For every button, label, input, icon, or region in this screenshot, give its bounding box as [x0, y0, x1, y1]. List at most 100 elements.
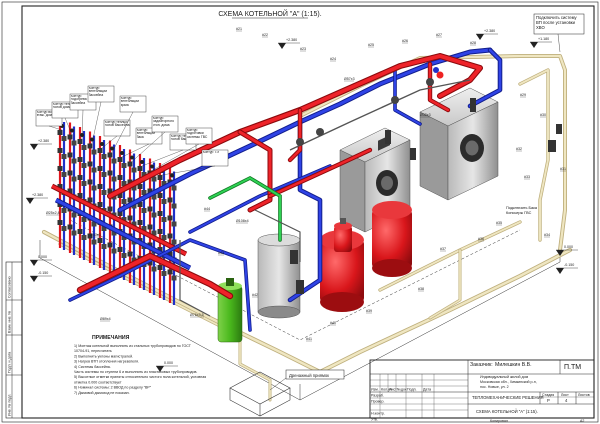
filter-block — [548, 140, 556, 152]
boiler-right[interactable] — [419, 87, 499, 201]
pipe-tag: #41 — [306, 337, 312, 341]
note-line: 5) Высотные отметки приняты относительно… — [74, 375, 206, 379]
collector-manifold — [50, 118, 192, 305]
pipe-tag: #33 — [524, 175, 530, 179]
pipe-tag: #32 — [516, 147, 522, 151]
pipe-tag: #31 — [560, 167, 566, 171]
margin-sign: Подп. и дата — [8, 352, 12, 373]
pipe-tag: #36 — [478, 237, 484, 241]
pipe-tag: #39 — [366, 309, 372, 313]
svg-text:0.000: 0.000 — [564, 245, 573, 249]
pipe-tag: #43 — [218, 251, 224, 255]
collector-column — [167, 167, 177, 305]
pipe-tag: #42 — [252, 293, 258, 297]
margin-agreed: Согласовано — [8, 276, 12, 298]
pipe-tag: #38 — [418, 287, 424, 291]
drain-label: Дренажный приямок — [289, 373, 329, 378]
title-block-row-header: Лист — [389, 388, 397, 392]
margin-replace: Взам. инв. № — [8, 311, 12, 333]
note-line: 7) Дымовой дымоход не показан. — [74, 391, 130, 395]
section-code: П.ТМ — [564, 364, 581, 371]
svg-text:+2.380: +2.380 — [32, 193, 43, 197]
title-block-roles: Разраб.Провер.Н.контр.Утв. — [371, 394, 385, 422]
elev-floor-right: -0.150 — [556, 263, 578, 274]
pipe-tag: Ø32x3 — [420, 113, 431, 117]
pipe-tag: #27 — [436, 33, 442, 37]
object-line-2: Московская обл., Химкинский р-н, — [480, 380, 537, 384]
title-block-row-header: Подп. — [407, 388, 417, 392]
note-line: 1) Монтаж котельной выполнить из стальны… — [74, 344, 192, 348]
water-heater-tank[interactable] — [257, 233, 301, 319]
pipe-tag: #24 — [330, 57, 336, 61]
elev-upper-right: +1.180 — [530, 37, 552, 48]
note-line: отметка 0.000 соответствует — [74, 380, 122, 384]
pipe-tags: #21#22#23#24#25#26#27#28#29#30#31#32#33#… — [46, 27, 566, 342]
svg-text:+2.380: +2.380 — [484, 29, 495, 33]
pipe-tag: Ø40x3 — [90, 233, 101, 237]
collector-label: Контур вентиляции бассейна — [87, 85, 115, 144]
elev-top-left: +2.380 — [30, 139, 52, 150]
inner-frame — [21, 5, 595, 419]
hydraulic-separator[interactable] — [217, 278, 243, 343]
pipe-tag: #22 — [262, 33, 268, 37]
pipe-tag: Ø57x3 — [344, 77, 355, 81]
collector-label: Контур ТЭ — [161, 149, 229, 176]
expansion-tank-1[interactable] — [320, 230, 364, 312]
note-line: 3) Нагрев ВТП отопления нагревателя. — [74, 360, 139, 364]
pipe-tag: #35 — [496, 221, 502, 225]
note-line: 10704-91, пересчитать — [74, 349, 112, 353]
title-block-row-header: Кол.уч — [381, 388, 392, 392]
title-block-role: Н.контр. — [371, 412, 385, 416]
collector-column — [107, 140, 117, 275]
title-block-role: Разраб. — [371, 394, 384, 398]
section-name: ТЕПЛОМЕХАНИЧЕСКИЕ РЕШЕНИЯ — [472, 395, 544, 400]
customer-name: Милешкин В.В. — [495, 362, 532, 368]
note-line: Часть системы по ступени 6 и выполнить и… — [74, 370, 197, 374]
collector-column — [77, 127, 87, 260]
collector-column — [87, 131, 97, 265]
notes-heading: ПРИМЕЧАНИЯ — [92, 335, 130, 341]
collector-column — [57, 118, 67, 250]
svg-text:+1.180: +1.180 — [538, 37, 549, 41]
sheet-header: Лист — [561, 393, 569, 397]
expansion-tank-3[interactable] — [334, 218, 352, 252]
title-block-row-header: Дата — [423, 388, 431, 392]
pipe-tag: #40 — [330, 321, 336, 325]
pipe-tag: #34 — [544, 233, 550, 237]
svg-text:+2.380: +2.380 — [286, 38, 297, 42]
pipe-tag: #30 — [540, 113, 546, 117]
elev-left-low: 0.000 — [30, 255, 52, 266]
sheet-value: 4 — [565, 398, 568, 403]
stage-header: Стадия — [542, 393, 554, 397]
note-line: 6) Номинал системы: 2 ВВОД по разделу "В… — [74, 386, 152, 390]
left-margin-stamp: Согласовано Взам. инв. № Подп. и дата Ин… — [5, 261, 23, 419]
pipe-tag: #26 — [402, 39, 408, 43]
format-label: A2 — [580, 419, 584, 423]
note-right-mid: Подключить Бака Консьерж ГВС — [506, 206, 537, 215]
collector-label: Контур подготовки системы ГВС — [151, 127, 213, 171]
pipe-tag: #29 — [520, 93, 526, 97]
elev-top-right: +2.380 — [476, 29, 498, 40]
copied-label: Копировал — [490, 419, 508, 423]
elev-floor-left: -0.150 — [30, 271, 52, 282]
drain-pit — [229, 371, 291, 417]
expansion-tank-2[interactable] — [372, 201, 412, 277]
pipe-tag: #23 — [300, 47, 306, 51]
stage-value: Р — [547, 398, 550, 403]
pipe-tag: #44 — [204, 207, 210, 211]
svg-text:0.000: 0.000 — [164, 361, 173, 365]
pipe-tag: Ø76x3,5 — [190, 313, 204, 317]
collector-label: Контур радиаторного отоп. дома — [131, 115, 179, 162]
pipe-tag: #21 — [236, 27, 242, 31]
note-top-right: Подключить систему ВП после установки ХВ… — [536, 15, 577, 30]
drawing-title: СХЕМА КОТЕЛЬНОЙ "А" (1:15). — [218, 9, 321, 18]
margin-inv: Инв. № подл. — [8, 394, 12, 416]
green-line — [208, 175, 282, 242]
pipe-tag: #25 — [368, 43, 374, 47]
collector-label: Контур вентиляции дома — [111, 95, 147, 153]
collector-column — [147, 158, 157, 295]
